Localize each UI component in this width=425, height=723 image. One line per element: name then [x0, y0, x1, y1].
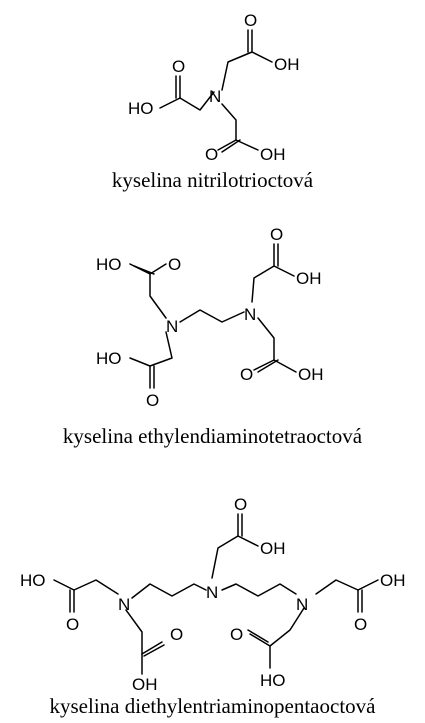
- nta-hydroxyl-label: HO: [128, 99, 154, 118]
- nta-oxygen-label: O: [172, 57, 185, 76]
- dtpa-hydroxyl-label: OH: [132, 675, 158, 694]
- nta-nitrogen-label: N: [209, 87, 221, 106]
- edta-oxygen-label: O: [270, 225, 283, 244]
- dtpa-nitrogen-label: N: [206, 583, 218, 602]
- edta-oxygen-label: O: [240, 365, 253, 384]
- dtpa-nitrogen-label: N: [118, 595, 130, 614]
- dtpa-oxygen-label: O: [234, 495, 247, 514]
- dtpa-hydroxyl-label: HO: [260, 671, 286, 690]
- nta-oxygen-label: O: [244, 11, 257, 30]
- dtpa-hydroxyl-label: OH: [380, 571, 406, 590]
- dtpa-oxygen-label: O: [170, 625, 183, 644]
- dtpa-skeletal-formula: N N N O OH HO O O OH OH O O HO: [20, 495, 406, 694]
- edta-oxygen-label: O: [146, 391, 159, 410]
- edta-hydroxyl-label: HO: [96, 349, 122, 368]
- dtpa-caption: kyselina diethylentriaminopentaoctová: [49, 694, 376, 718]
- nta-oxygen-label: O: [205, 145, 218, 164]
- nta-skeletal-formula: N O OH O HO O OH: [128, 11, 300, 164]
- dtpa-nitrogen-label: N: [296, 595, 308, 614]
- edta-oxygen-label: O: [168, 255, 181, 274]
- nta-hydroxyl-label: OH: [260, 145, 286, 164]
- edta-nitrogen-label: N: [244, 305, 256, 324]
- edta-skeletal-formula: N N HO O HO O O OH O OH: [96, 225, 324, 410]
- edta-bonds: [129, 243, 297, 389]
- dtpa-hydroxyl-label: OH: [260, 539, 286, 558]
- edta-hydroxyl-label: OH: [296, 269, 322, 288]
- dtpa-oxygen-label: O: [230, 625, 243, 644]
- dtpa-bonds: [53, 513, 379, 675]
- nta-hydroxyl-label: OH: [274, 55, 300, 74]
- nta-bonds: [159, 29, 273, 153]
- dtpa-oxygen-label: O: [354, 615, 367, 634]
- nta-structure: N O OH O HO O OH: [0, 0, 425, 200]
- edta-nitrogen-label: N: [166, 317, 178, 336]
- edta-caption: kyselina ethylendiaminotetraoctová: [62, 424, 363, 448]
- dtpa-hydroxyl-label: HO: [20, 571, 46, 590]
- edta-hydroxyl-label: OH: [298, 365, 324, 384]
- dtpa-structure: N N N O OH HO O O OH OH O O HO: [0, 470, 425, 723]
- edta-hydroxyl-label: HO: [96, 255, 122, 274]
- edta-structure: N N HO O HO O O OH O OH: [0, 220, 425, 460]
- nta-caption: kyselina nitrilotrioctová: [111, 168, 314, 192]
- dtpa-oxygen-label: O: [66, 615, 79, 634]
